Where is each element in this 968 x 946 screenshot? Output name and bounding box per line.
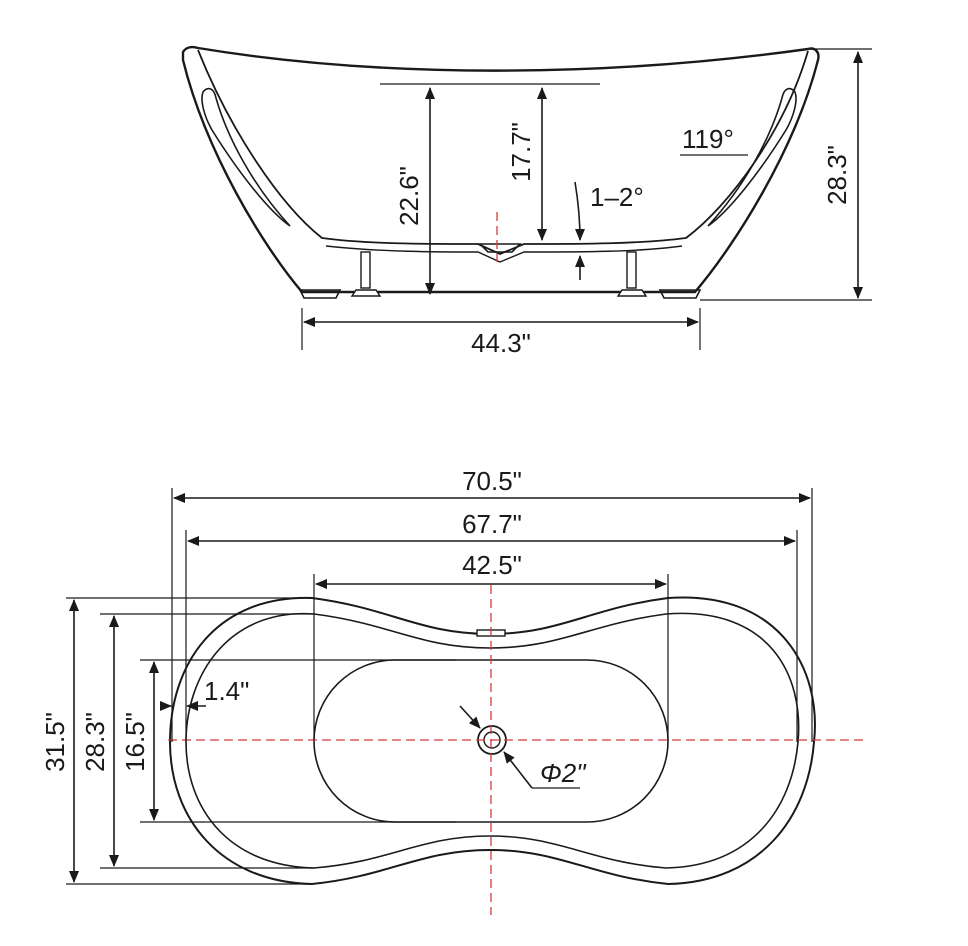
side-view: 22.6" 17.7" 1–2° 119° 28.3" 44.3" [181,45,872,358]
rim-slot-left [201,87,291,227]
foot-right [616,251,648,297]
base-shoe-right [658,289,702,299]
label-wall-angle: 119° [682,124,734,154]
label-base-length: 44.3" [471,328,531,358]
label-bottom-width: 16.5" [120,712,150,772]
label-rim-thickness: 1.4" [204,676,249,706]
tub-outer-profile [181,45,820,294]
label-inner-depth: 22.6" [394,166,424,226]
label-total-height: 28.3" [822,145,852,205]
label-outer-rim-length: 67.7" [462,509,522,539]
label-water-depth: 17.7" [506,122,536,182]
label-flat-bottom-length: 42.5" [462,550,522,580]
label-floor-slope: 1–2° [590,182,644,212]
tub-inner-rim [185,612,800,869]
tub-inner-bowl [197,49,809,255]
dim-drain-arrow-top [459,705,481,729]
label-overall-width: 31.5" [40,712,70,772]
label-overall-length: 70.5" [462,466,522,496]
top-view: 70.5" 67.7" 42.5" 31.5" 28.3" 16.5" 1.4"… [40,466,864,915]
drain-side [478,243,522,253]
dim-drain-arrow-bottom [503,751,533,789]
tub-outer-rim [168,596,816,886]
label-outer-rim-width: 28.3" [80,712,110,772]
rim-slot-right [707,87,797,227]
tub-inner-bowl-bottom [325,245,683,263]
foot-left [350,251,382,297]
base-shoe-left [298,289,342,299]
slope-arrow-top [574,181,585,241]
label-drain-diameter: Φ2" [540,758,587,788]
